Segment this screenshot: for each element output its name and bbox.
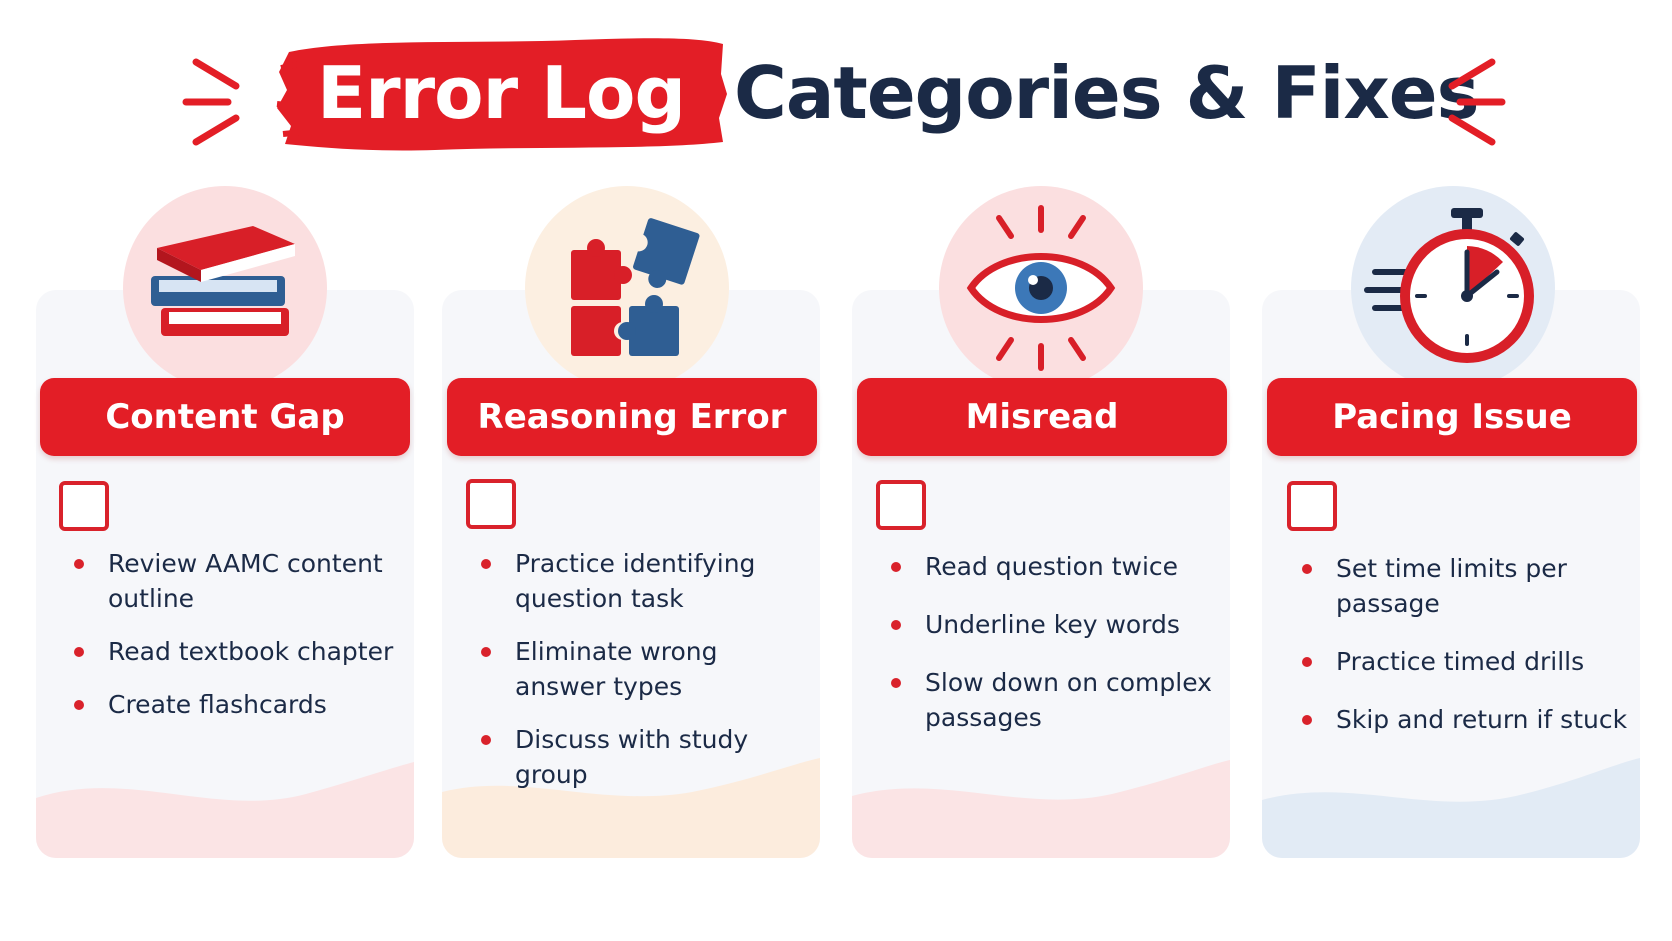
title-row: Error Log Categories & Fixes	[0, 28, 1672, 158]
list-item: Read textbook chapter	[74, 634, 404, 669]
title-brush-highlight	[276, 38, 727, 151]
card-header-pacing-issue: Pacing Issue	[1267, 378, 1637, 456]
icon-circle-pacing-issue	[1351, 186, 1555, 390]
icon-circle-misread	[939, 186, 1143, 390]
list-item: Practice identifying question task	[481, 546, 811, 616]
books-icon	[151, 226, 295, 336]
checkbox-misread[interactable]	[876, 480, 926, 530]
list-item: Create flashcards	[74, 687, 404, 722]
list-item: Slow down on complex passages	[891, 665, 1221, 735]
icon-circle-content-gap	[123, 186, 327, 390]
card-header-content-gap: Content Gap	[40, 378, 410, 456]
puzzle-icon	[571, 218, 700, 356]
card-wave	[1262, 758, 1640, 858]
card-wave	[442, 758, 820, 858]
list-item: Underline key words	[891, 607, 1221, 642]
card-header-reasoning-error: Reasoning Error	[447, 378, 817, 456]
burst-right-icon	[1448, 58, 1506, 146]
list-item: Skip and return if stuck	[1302, 702, 1632, 737]
card-header-misread: Misread	[857, 378, 1227, 456]
eye-icon	[966, 205, 1116, 371]
bullet-list-pacing-issue: Set time limits per passage Practice tim…	[1302, 551, 1632, 737]
checkbox-content-gap[interactable]	[59, 481, 109, 531]
list-item: Read question twice	[891, 549, 1221, 584]
bullet-list-misread: Read question twice Underline key words …	[891, 549, 1221, 735]
list-item: Practice timed drills	[1302, 644, 1632, 679]
card-wave	[36, 762, 414, 858]
checkbox-reasoning-error[interactable]	[466, 479, 516, 529]
stopwatch-icon	[1364, 208, 1534, 363]
list-item: Review AAMC content outline	[74, 546, 404, 616]
card-wave	[852, 760, 1230, 858]
bullet-list-reasoning-error: Practice identifying question task Elimi…	[481, 546, 811, 792]
title-highlight-text: Error Log	[316, 51, 686, 135]
title-rest-text: Categories & Fixes	[734, 51, 1479, 135]
icon-circle-reasoning-error	[525, 186, 729, 390]
list-item: Set time limits per passage	[1302, 551, 1632, 621]
checkbox-pacing-issue[interactable]	[1287, 481, 1337, 531]
list-item: Eliminate wrong answer types	[481, 634, 811, 704]
bullet-list-content-gap: Review AAMC content outline Read textboo…	[74, 546, 404, 722]
burst-left-icon	[182, 58, 240, 146]
list-item: Discuss with study group	[481, 722, 811, 792]
